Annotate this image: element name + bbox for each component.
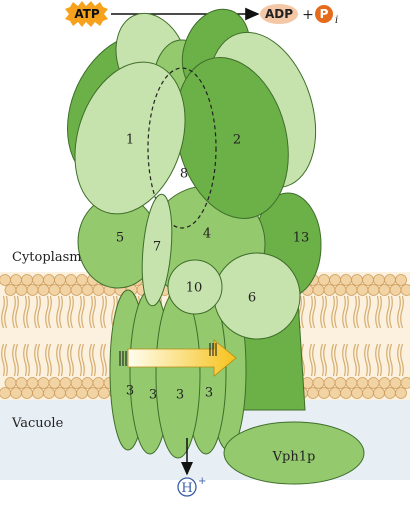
subunit-6-label: 6 [248, 291, 256, 306]
cytoplasm-label: Cytoplasm [12, 250, 82, 265]
proton-circle [177, 477, 197, 497]
adp-label: ADP [265, 7, 293, 21]
subunit-13-label: 13 [293, 231, 310, 246]
adp-badge [260, 4, 298, 24]
subunit-8-label: 8 [180, 167, 188, 182]
plus-sign: + [302, 7, 314, 23]
atp-label: ATP [74, 7, 100, 21]
vph1p-subunit [223, 421, 365, 485]
subunit-1-label: 1 [126, 133, 134, 148]
subunit-10 [167, 259, 223, 315]
subunit-3-label-b: 3 [149, 388, 157, 403]
proton-label: H [181, 481, 192, 496]
subunit-3-label-a: 3 [126, 384, 134, 399]
subunit-8-outline [147, 67, 217, 229]
atp-badge [65, 1, 108, 27]
proton-charge: + [198, 476, 206, 487]
pi-subscript: i [335, 15, 338, 26]
rotation-arrow [119, 339, 237, 377]
subunit-7-label: 7 [153, 240, 161, 255]
subunit-7 [141, 193, 173, 307]
subunit-10-label: 10 [186, 281, 203, 296]
vacuole-label: Vacuole [11, 416, 64, 431]
vph1p-label: Vph1p [272, 450, 316, 465]
subunit-4-label: 4 [203, 227, 211, 242]
subunit-2-label: 2 [233, 133, 241, 148]
subunit-3-label-d: 3 [205, 386, 213, 401]
subunit-3-label-c: 3 [176, 388, 184, 403]
pi-label: P [320, 7, 329, 21]
subunit-6 [213, 252, 301, 340]
subunit-1 [74, 61, 186, 215]
pi-badge [315, 5, 333, 23]
subunit-5-label: 5 [116, 231, 124, 246]
